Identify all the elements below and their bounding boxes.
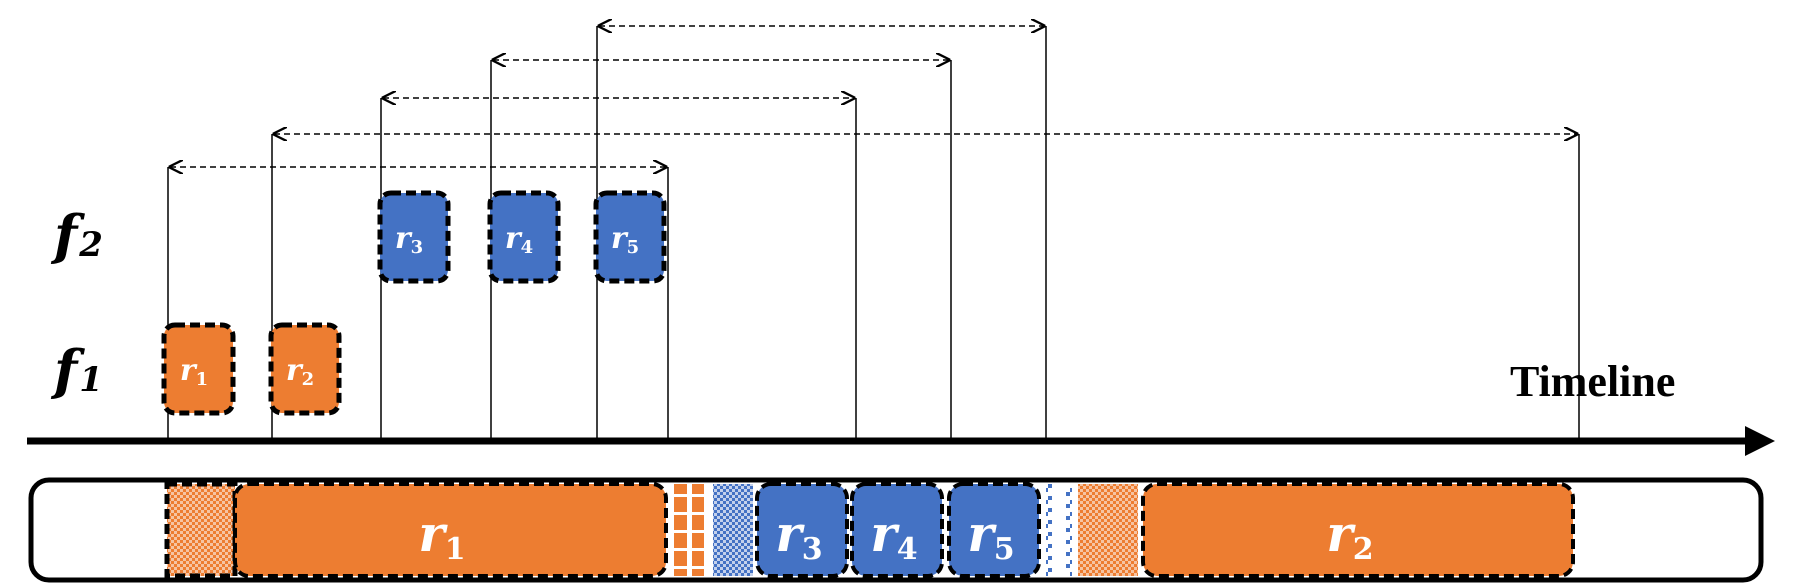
svg-text:r1: r1 (180, 353, 208, 390)
schedule-block-r2: r2 (1141, 482, 1575, 578)
schedule-block-r4: r4 (850, 482, 944, 578)
svg-text:r2: r2 (286, 353, 314, 390)
schedule-blocks: r1 r3 r4 r5 r2 (164, 481, 1575, 579)
request-arrivals: r1 r2 r3 r4 r5 (161, 190, 667, 416)
svg-text:r3: r3 (395, 221, 423, 258)
svg-text:f2: f2 (50, 203, 103, 267)
svg-text:r5: r5 (611, 221, 639, 258)
row-label-f1: f1 (50, 338, 103, 402)
svg-text:r4: r4 (505, 221, 533, 258)
schedule-stripe-blue (1046, 484, 1072, 576)
request-box-r1: r1 (161, 322, 236, 416)
schedule-switch-orange-1 (164, 481, 238, 579)
timeline-axis (27, 426, 1775, 456)
svg-text:r2: r2 (1326, 504, 1373, 567)
request-deadline-arrows (170, 26, 1577, 167)
schedule-block-r3: r3 (755, 482, 849, 578)
schedule-switch-blue (713, 484, 753, 576)
svg-text:r1: r1 (418, 504, 465, 567)
timeline-label: Timeline (1510, 357, 1675, 406)
schedule-stripe-orange (674, 484, 704, 576)
schedule-switch-orange-2 (1078, 484, 1138, 576)
row-label-f1-sub: 1 (79, 360, 103, 400)
timeline-arrowhead-icon (1745, 426, 1775, 456)
schedule-block-r1: r1 (233, 482, 668, 578)
row-label-f2: f2 (50, 203, 103, 267)
svg-text:r5: r5 (967, 504, 1014, 567)
svg-text:f1: f1 (50, 338, 103, 402)
svg-text:r3: r3 (775, 504, 822, 567)
row-label-f2-sub: 2 (78, 225, 103, 265)
request-box-r3: r3 (377, 190, 451, 284)
schedule-block-r5: r5 (947, 482, 1041, 578)
request-box-r4: r4 (487, 190, 561, 284)
svg-text:r4: r4 (870, 504, 917, 567)
request-box-r2: r2 (268, 322, 342, 416)
request-box-r5: r5 (593, 190, 667, 284)
